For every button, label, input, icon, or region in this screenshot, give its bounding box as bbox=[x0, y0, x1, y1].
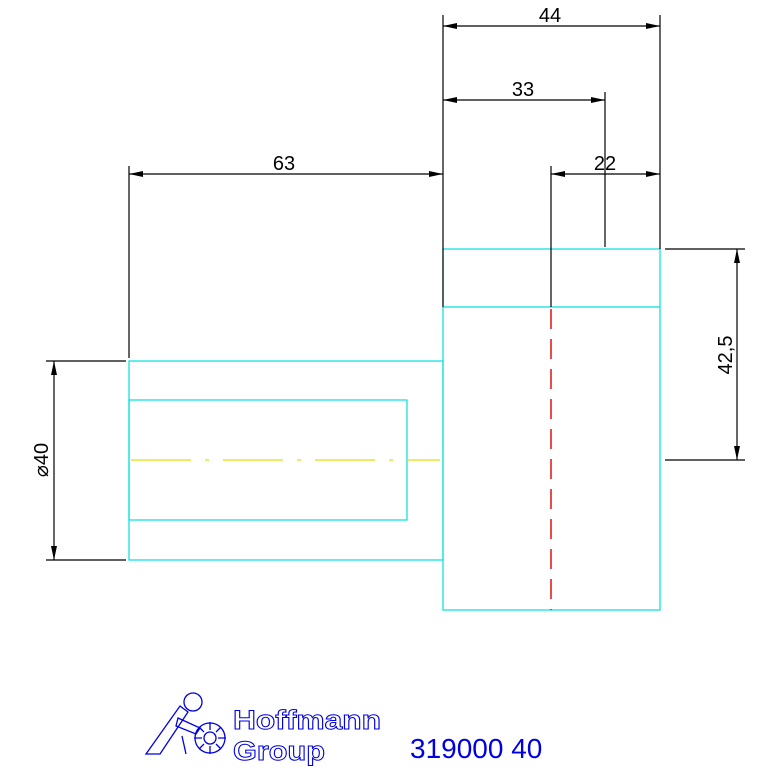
dimension-diameter-label: ⌀40 bbox=[31, 443, 53, 477]
logo-text-group: Group bbox=[233, 736, 325, 766]
dimension-42-5-label: 42,5 bbox=[715, 336, 737, 375]
dimension-44-label: 44 bbox=[539, 5, 561, 27]
logo-figure-icon bbox=[144, 692, 226, 755]
dimension-33-label: 33 bbox=[512, 79, 534, 101]
dimension-63: 63 bbox=[128, 153, 443, 358]
dimension-33: 33 bbox=[443, 79, 606, 247]
logo-text-hoffmann: Hoffmann bbox=[233, 705, 381, 735]
dimension-63-label: 63 bbox=[273, 153, 295, 175]
dimension-22-label: 22 bbox=[594, 153, 616, 175]
part-outline bbox=[128, 248, 661, 611]
part-number: 319000 40 bbox=[410, 733, 542, 764]
hoffmann-group-logo: Hoffmann Group bbox=[144, 692, 382, 767]
dimension-22: 22 bbox=[550, 153, 660, 307]
dimension-42-5: 42,5 bbox=[665, 248, 745, 461]
dimension-diameter-40: ⌀40 bbox=[31, 360, 126, 561]
dimension-44: 44 bbox=[442, 5, 661, 307]
